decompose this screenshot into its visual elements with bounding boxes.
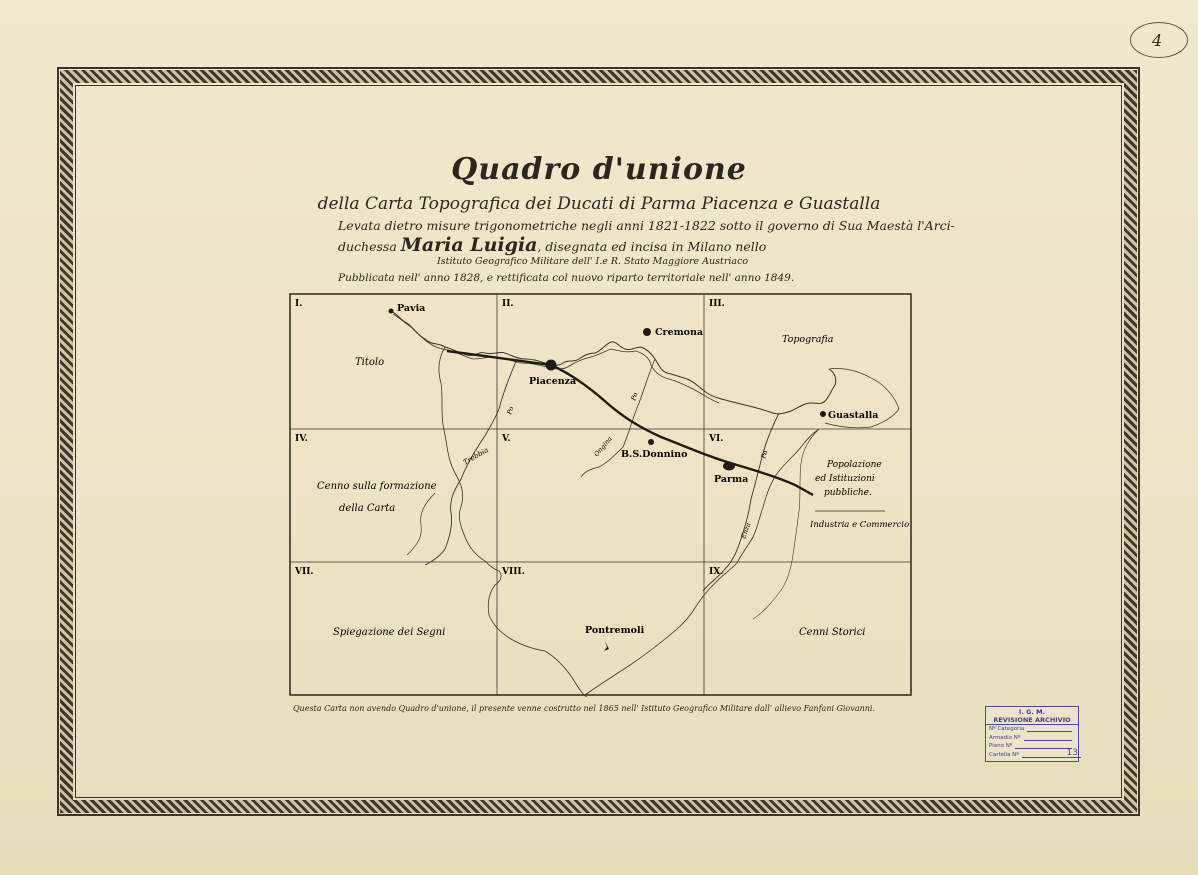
- stamp-row-line: [1023, 734, 1072, 741]
- index-map: I. II. III. IV. V. VI. VII. VIII. IX. Ti…: [289, 293, 912, 697]
- sheet-number-1: I.: [295, 299, 302, 309]
- panel-popolazione-1: Popolazione: [826, 460, 882, 470]
- panel-topografia: Topografia: [782, 334, 834, 345]
- stamp-row-line: [1021, 751, 1081, 758]
- inner-border: [75, 85, 1122, 798]
- pavia-dot: [388, 308, 394, 314]
- decorative-border: [60, 70, 1137, 813]
- tributary-west: [406, 492, 436, 556]
- stamp-header-2: REVISIONE ARCHIVIO: [986, 716, 1078, 725]
- east-tributary: [752, 428, 820, 620]
- title-line-2: Levata dietro misure trigonometriche neg…: [338, 218, 955, 233]
- river-po-2: Po: [629, 391, 640, 402]
- borgo-dot: [648, 439, 654, 445]
- panel-popolazione-3: pubbliche.: [824, 488, 872, 498]
- southern-boundary: [584, 428, 820, 696]
- title-line-3: duchessa Maria Luigia, disegnata ed inci…: [338, 234, 766, 256]
- map-title: Quadro d'unione: [451, 152, 747, 187]
- left-boundary-river: [438, 346, 588, 697]
- title-line-3-pre: duchessa: [338, 239, 397, 254]
- pontremoli-mark: [604, 641, 609, 651]
- stamp-row-line: [1015, 742, 1072, 749]
- panel-spiegazione: Spiegazione dei Segni: [333, 627, 445, 638]
- town-borgo: B.S.Donnino: [621, 449, 687, 460]
- map-subtitle: della Carta Topografica dei Ducati di Pa…: [317, 194, 881, 214]
- trebbia-river: [424, 358, 518, 566]
- outer-border: [57, 67, 1140, 816]
- title-line-5: Pubblicata nell' anno 1828, e rettificat…: [338, 272, 795, 284]
- po-river: [390, 310, 837, 415]
- panel-cenno-2: della Carta: [339, 503, 395, 514]
- panel-industria: Industria e Commercio: [809, 520, 909, 530]
- main-road: [446, 349, 814, 497]
- sheet-number-2: II.: [502, 299, 514, 309]
- river-po-1: Po: [505, 405, 516, 416]
- stamp-cartella-value: 13: [1066, 747, 1078, 758]
- piacenza-dot: [545, 359, 557, 371]
- stamp-header-1: I. G. M.: [1018, 708, 1046, 716]
- east-boundary: [824, 368, 900, 429]
- enza-river: [702, 412, 780, 592]
- town-pontremoli: Pontremoli: [585, 625, 645, 636]
- stamp-row: Nº Categoria: [986, 725, 1078, 734]
- ongina-river: [580, 358, 656, 478]
- river-ongina: Ongina: [592, 435, 614, 458]
- town-parma: Parma: [714, 474, 748, 485]
- archive-seal: [1130, 22, 1188, 58]
- stamp-row: Cartella Nº 13: [986, 747, 1081, 760]
- town-piacenza: Piacenza: [529, 376, 576, 387]
- map-frame: [289, 293, 912, 696]
- panel-cenno-1: Cenno sulla formazione: [317, 481, 437, 492]
- archive-stamp: I. G. M. REVISIONE ARCHIVIO Nº Categoria…: [985, 706, 1081, 762]
- title-line-3-post: , disegnata ed incisa in Milano nello: [537, 239, 767, 254]
- guastalla-dot: [820, 411, 826, 417]
- stamp-row-label: Nº Categoria: [989, 726, 1025, 732]
- sheet-number-3: III.: [709, 299, 725, 309]
- title-line-4: Istituto Geografico Militare dell' I.e R…: [437, 256, 749, 267]
- panel-popolazione-2: ed Istituzioni: [815, 474, 875, 484]
- panel-titolo: Titolo: [355, 357, 384, 368]
- stamp-row: Piano Nº: [986, 742, 1078, 751]
- sheet-number-6: VI.: [708, 434, 723, 444]
- seal-number: 4: [1152, 31, 1163, 50]
- footnote: Questa Carta non avendo Quadro d'unione,…: [293, 704, 876, 713]
- panel-cenni: Cenni Storici: [799, 627, 866, 638]
- sheet-number-7: VII.: [294, 567, 314, 577]
- sheet-number-9: IX.: [709, 567, 723, 577]
- sheet-number-8: VIII.: [501, 567, 525, 577]
- town-guastalla: Guastalla: [828, 410, 878, 421]
- parma-dot: [723, 461, 735, 471]
- river-enza: Enza: [739, 522, 752, 541]
- stamp-row-label: Armadio Nº: [989, 734, 1021, 741]
- stamp-row-label: Cartella Nº: [989, 751, 1019, 758]
- cremona-dot: [643, 328, 651, 336]
- stamp-row-line: [1027, 725, 1072, 732]
- sheet-number-4: IV.: [295, 434, 308, 444]
- stamp-row: Armadio Nº: [986, 734, 1078, 743]
- stamp-row-label: Piano Nº: [989, 743, 1013, 749]
- river-po-3: Po: [759, 449, 770, 460]
- town-cremona: Cremona: [655, 327, 703, 338]
- town-pavia: Pavia: [397, 303, 425, 314]
- title-name: Maria Luigia: [400, 234, 538, 256]
- sheet-number-5: V.: [501, 434, 511, 444]
